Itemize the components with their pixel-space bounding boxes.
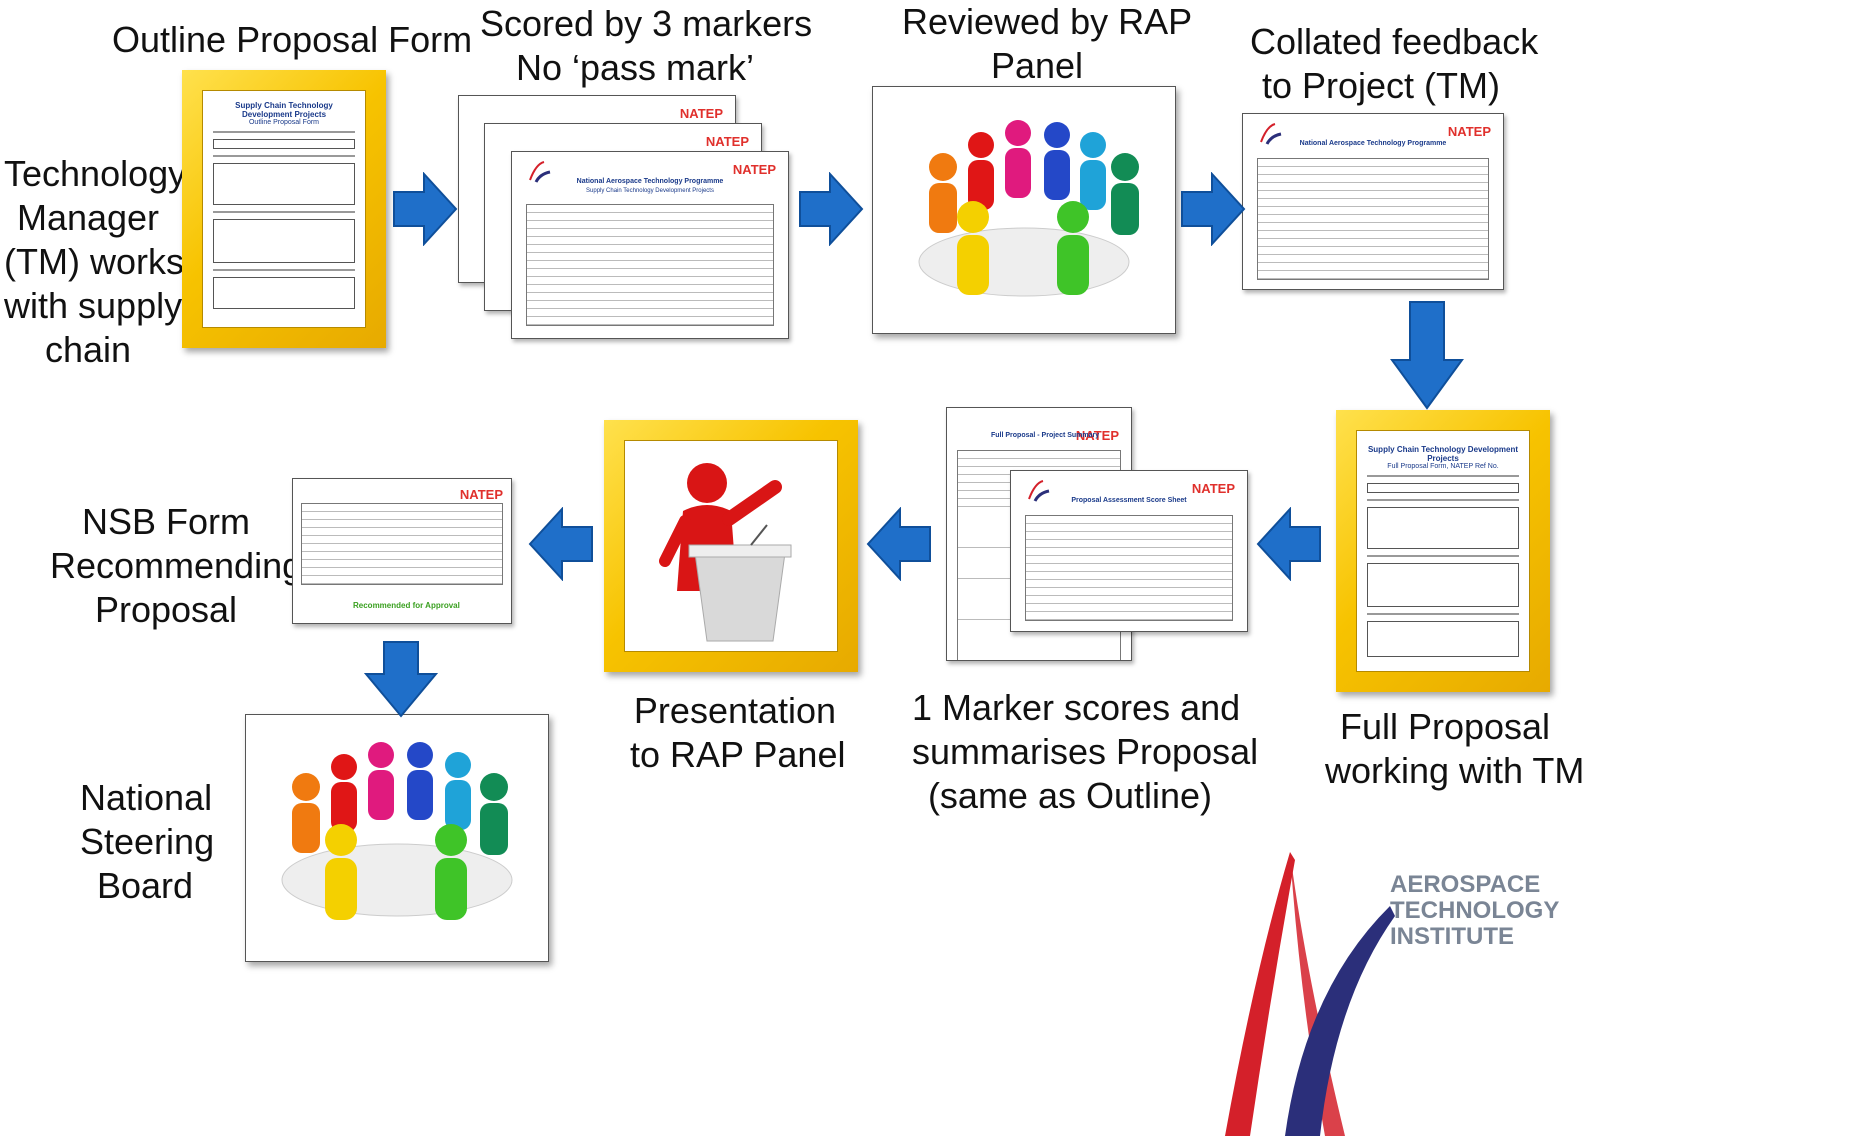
marker-score-sheet: NATEP Proposal Assessment Score Sheet xyxy=(1010,470,1248,632)
reviewed-label: Reviewed by RAP Panel xyxy=(902,1,1193,86)
programme-title: National Aerospace Technology Programme xyxy=(1299,140,1447,147)
collated-label: Collated feedback to Project (TM) xyxy=(1250,21,1539,106)
programme-title: National Aerospace Technology Programme xyxy=(576,178,724,185)
natep-label: NATEP xyxy=(459,487,503,502)
outline-form-subtitle: Outline Proposal Form xyxy=(248,119,320,126)
natep-label: NATEP xyxy=(679,106,723,121)
programme-subtitle: Supply Chain Technology Development Proj… xyxy=(586,188,714,194)
nsb-form-sheet: NATEP Recommended for Approval xyxy=(292,478,512,624)
presentation-label: Presentation to RAP Panel xyxy=(630,690,846,775)
recommended-text: Recommended for Approval xyxy=(353,601,460,610)
score-sheet-front: NATEP National Aerospace Technology Prog… xyxy=(511,151,789,339)
outline-form-page: Supply Chain Technology Development Proj… xyxy=(202,90,366,328)
outline-proposal-form: Supply Chain Technology Development Proj… xyxy=(182,70,386,348)
collated-feedback-sheet: NATEP National Aerospace Technology Prog… xyxy=(1242,113,1504,290)
nsb-image xyxy=(245,714,549,962)
full-form-page: Supply Chain Technology Development Proj… xyxy=(1356,430,1530,672)
natep-label: NATEP xyxy=(1191,481,1235,496)
full-form-title: Supply Chain Technology Development Proj… xyxy=(1367,445,1519,463)
arrow-left-icon xyxy=(528,507,593,581)
summary-title: Full Proposal - Project Summary xyxy=(991,432,1100,439)
ati-logo-text: AEROSPACE TECHNOLOGY INSTITUTE xyxy=(1390,871,1560,950)
presentation-frame xyxy=(604,420,858,672)
natep-label: NATEP xyxy=(732,162,776,177)
tm-works-label: Technology Manager (TM) works with suppl… xyxy=(4,153,187,370)
marker-label: 1 Marker scores and summarises Proposal … xyxy=(912,687,1259,816)
full-proposal-form: Supply Chain Technology Development Proj… xyxy=(1336,410,1550,692)
scored-label: Scored by 3 markers No ‘pass mark’ xyxy=(480,3,813,88)
outline-form-label: Outline Proposal Form xyxy=(112,19,473,60)
arrow-left-icon xyxy=(1256,507,1321,581)
rap-panel-image xyxy=(872,86,1176,334)
outline-form-title: Supply Chain Technology Development Proj… xyxy=(235,101,333,119)
nsb-form-label: NSB Form Recommending Proposal xyxy=(50,501,303,630)
ati-mini-logo-icon xyxy=(529,161,551,183)
full-proposal-label: Full Proposal working with TM xyxy=(1325,706,1585,791)
arrow-right-icon xyxy=(393,172,458,246)
ati-logo-swoosh-icon xyxy=(1225,852,1395,1136)
natep-label: NATEP xyxy=(1447,124,1491,139)
full-form-subtitle: Full Proposal Form, NATEP Ref No. xyxy=(1387,463,1499,470)
natep-label: NATEP xyxy=(1075,428,1119,443)
nsb-label: National Steering Board xyxy=(80,777,215,906)
arrow-down-icon xyxy=(1390,301,1464,410)
round-table-meeting-icon xyxy=(918,120,1139,297)
arrow-down-icon xyxy=(364,641,438,718)
round-table-meeting-icon xyxy=(281,742,513,920)
arrow-left-icon xyxy=(866,507,931,581)
ati-mini-logo-icon xyxy=(1260,123,1282,145)
arrow-right-icon xyxy=(1181,172,1246,246)
ati-mini-logo-icon xyxy=(1028,480,1050,502)
presenter-at-podium-icon xyxy=(659,463,792,642)
natep-label: NATEP xyxy=(705,134,749,149)
assessment-title: Proposal Assessment Score Sheet xyxy=(1071,497,1187,504)
presentation-image xyxy=(624,440,838,652)
arrow-right-icon xyxy=(799,172,864,246)
